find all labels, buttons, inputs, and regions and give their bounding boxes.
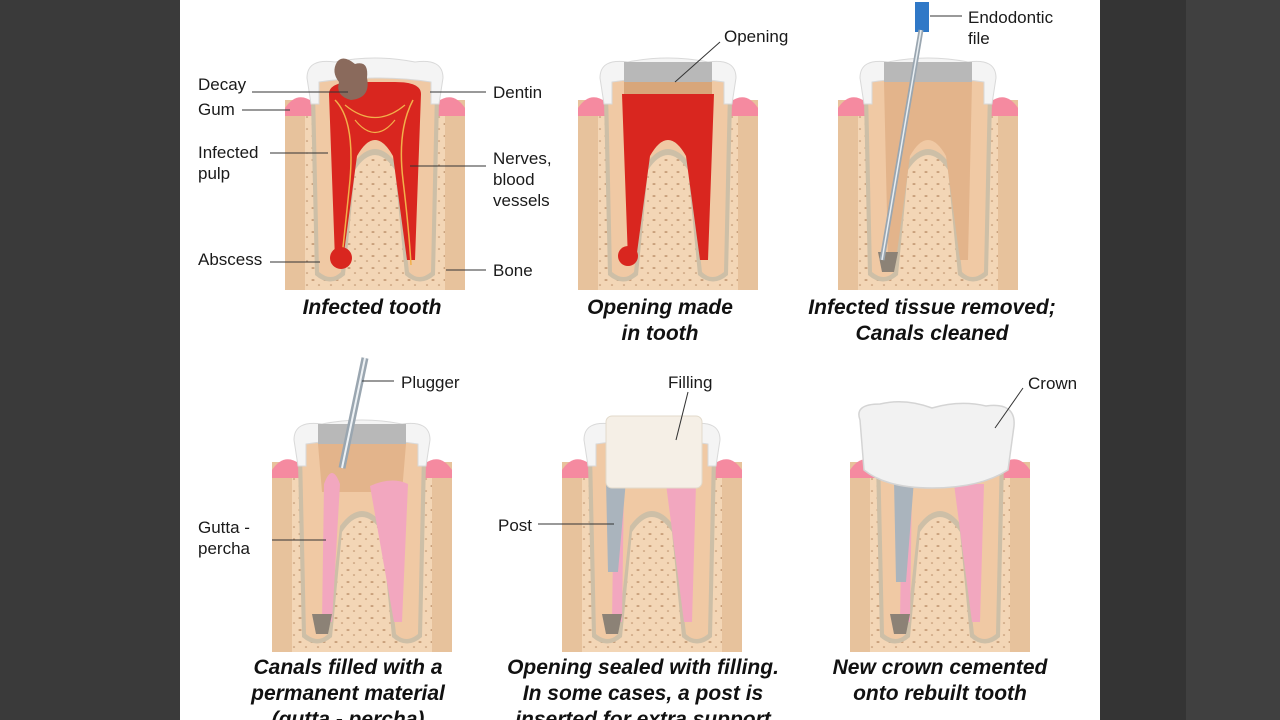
label-infected-pulp: Infected pulp [198,143,259,183]
label-dentin: Dentin [493,83,543,102]
label-decay: Decay [198,75,247,94]
label-gutta-percha: Gutta - percha [198,518,250,558]
right-margin [1186,0,1280,720]
plugger [272,357,394,541]
panel-1-leaders [242,91,486,271]
tooth-cleaned [837,57,1019,291]
tooth-crown [849,419,1031,653]
label-abscess: Abscess [198,250,263,269]
label-bone: Bone [493,261,533,280]
tooth-opening [577,57,759,291]
label-nerves: Nerves, blood vessels [493,149,552,210]
tooth-infected [284,57,466,291]
crown-cap [858,387,1024,489]
tooth-filled-gutta [271,419,453,653]
label-filling: Filling [668,373,713,392]
caption-infected-tooth: Infected tooth [302,296,442,319]
label-endodontic-file: Endodontic file [968,8,1054,48]
caption-tissue-removed: Infected tissue removed; Canals cleaned [808,296,1056,345]
caption-opening-made: Opening made in tooth [587,296,733,345]
endodontic-file [879,2,962,261]
caption-opening-sealed: Opening sealed with filling. In some cas… [507,656,779,720]
label-crown: Crown [1028,374,1078,393]
left-margin [0,0,180,720]
caption-canals-filled: Canals filled with a permanent material … [251,656,445,720]
diagram-sheet: Decay Gum Infected pulp Abscess Dentin N… [180,0,1100,720]
root-canal-illustrations [242,2,1031,653]
right-margin-inner [1100,0,1186,720]
label-gum: Gum [198,100,235,119]
leader-opening [674,41,721,83]
tooth-filling-post [561,415,743,653]
label-post: Post [498,516,533,535]
caption-new-crown: New crown cemented onto rebuilt tooth [832,656,1048,705]
label-opening: Opening [724,27,789,46]
panel-5-leaders [538,391,689,525]
label-plugger: Plugger [401,373,460,392]
